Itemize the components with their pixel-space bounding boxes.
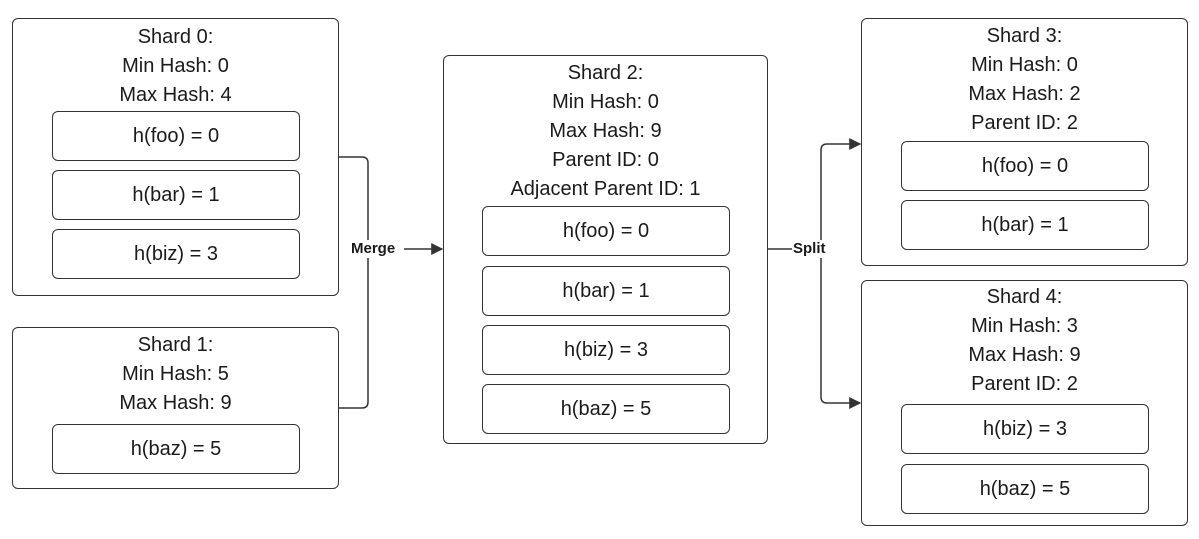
split-connector [820, 138, 862, 249]
shard-title: Shard 0: [137, 26, 214, 48]
shard-3-box: Shard 3: Min Hash: 0 Max Hash: 2 Parent … [861, 18, 1188, 266]
shard-2-box: Shard 2: Min Hash: 0 Max Hash: 9 Parent … [443, 55, 768, 444]
hash-entry: h(baz) = 5 [52, 424, 300, 474]
min-hash: Min Hash: 0 [552, 91, 659, 113]
shard-1-header: Shard 1: Min Hash: 5 Max Hash: 9 [13, 331, 338, 418]
merge-label: Merge [350, 240, 397, 258]
min-hash: Min Hash: 0 [971, 54, 1078, 76]
shard-title: Shard 1: [137, 334, 214, 356]
parent-id: Parent ID: 0 [552, 149, 659, 171]
adjacent-parent-id: Adjacent Parent ID: 1 [510, 178, 701, 200]
hash-entry: h(foo) = 0 [482, 206, 730, 256]
shard-0-box: Shard 0: Min Hash: 0 Max Hash: 4 h(foo) … [12, 18, 339, 296]
shard-1-box: Shard 1: Min Hash: 5 Max Hash: 9 h(baz) … [12, 327, 339, 489]
max-hash: Max Hash: 9 [968, 344, 1081, 366]
max-hash: Max Hash: 9 [119, 392, 232, 414]
hash-entry: h(baz) = 5 [901, 464, 1149, 514]
shard-4-header: Shard 4: Min Hash: 3 Max Hash: 9 Parent … [862, 283, 1187, 399]
shard-title: Shard 4: [986, 286, 1063, 308]
shard-3-header: Shard 3: Min Hash: 0 Max Hash: 2 Parent … [862, 22, 1187, 138]
hash-entry: h(bar) = 1 [482, 266, 730, 316]
shard-2-header: Shard 2: Min Hash: 0 Max Hash: 9 Parent … [444, 59, 767, 204]
hash-entry: h(foo) = 0 [52, 111, 300, 161]
max-hash: Max Hash: 9 [549, 120, 662, 142]
parent-id: Parent ID: 2 [971, 373, 1078, 395]
min-hash: Min Hash: 3 [971, 315, 1078, 337]
parent-id: Parent ID: 2 [971, 112, 1078, 134]
hash-entry: h(baz) = 5 [482, 384, 730, 434]
shard-0-header: Shard 0: Min Hash: 0 Max Hash: 4 [13, 23, 338, 110]
max-hash: Max Hash: 2 [968, 83, 1081, 105]
split-label: Split [792, 240, 827, 258]
min-hash: Min Hash: 5 [122, 363, 229, 385]
shard-4-box: Shard 4: Min Hash: 3 Max Hash: 9 Parent … [861, 280, 1188, 526]
hash-entry: h(biz) = 3 [52, 229, 300, 279]
hash-entry: h(bar) = 1 [901, 200, 1149, 250]
merge-connector [339, 156, 369, 409]
hash-entry: h(foo) = 0 [901, 141, 1149, 191]
shard-title: Shard 2: [567, 62, 644, 84]
max-hash: Max Hash: 4 [119, 84, 232, 106]
split-connector-lower [820, 249, 862, 409]
hash-entry: h(biz) = 3 [901, 404, 1149, 454]
hash-entry: h(bar) = 1 [52, 170, 300, 220]
min-hash: Min Hash: 0 [122, 55, 229, 77]
hash-entry: h(biz) = 3 [482, 325, 730, 375]
shard-title: Shard 3: [986, 25, 1063, 47]
